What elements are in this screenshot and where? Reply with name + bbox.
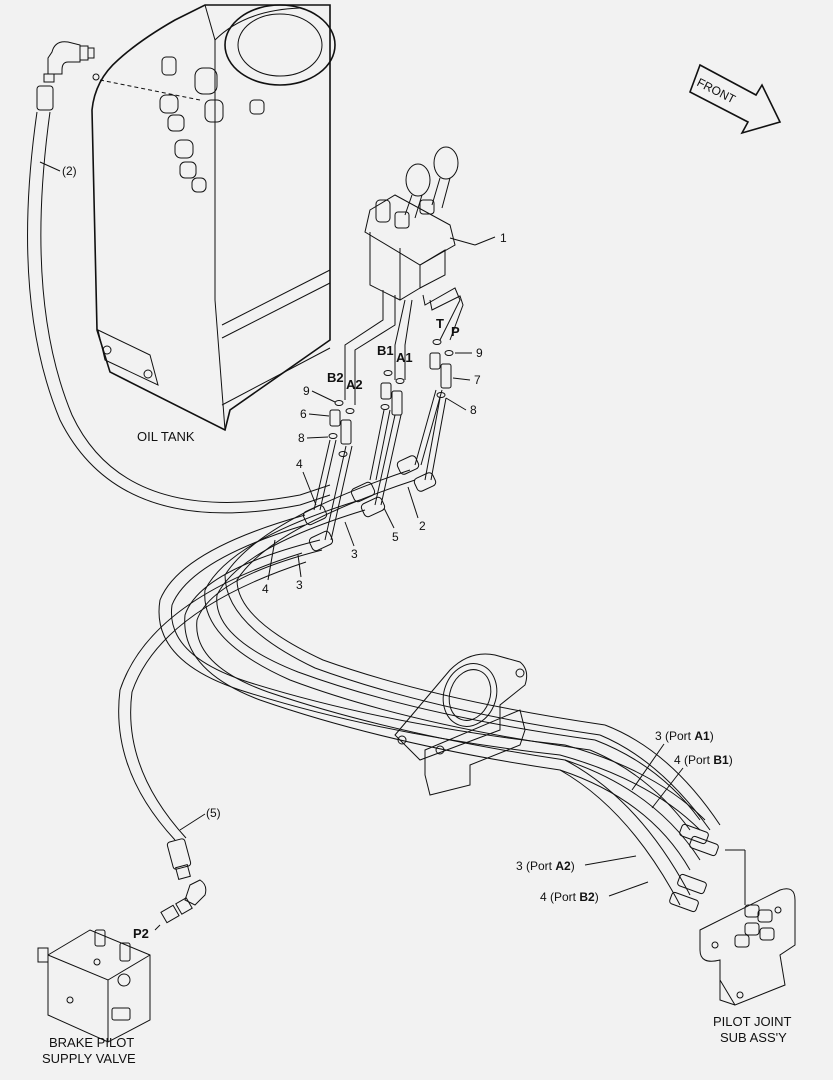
callout-3-upper: 3	[351, 547, 358, 561]
short-hoses	[313, 389, 447, 541]
callout-8-left: 8	[298, 431, 305, 445]
hose-label-port-b2: 4 (Port B2)	[540, 890, 599, 904]
callout-5-paren: (5)	[206, 806, 221, 820]
port-leader-lines	[344, 287, 464, 405]
hose-elbow-ends	[302, 455, 437, 552]
front-label: FRONT	[695, 75, 739, 107]
port-A1-label: A1	[396, 350, 413, 365]
port-P2-label: P2	[133, 926, 149, 941]
port-B2-label: B2	[327, 370, 344, 385]
brake-pilot-supply-valve	[37, 929, 151, 1043]
oil-tank	[91, 4, 336, 432]
callout-2-paren: (2)	[62, 164, 77, 178]
callout-8-right: 8	[470, 403, 477, 417]
callout-4-lower: 4	[262, 582, 269, 596]
hose-label-port-a1: 3 (Port A1)	[655, 729, 714, 743]
hose-5	[118, 552, 307, 924]
pilot-joint-sub-assy	[699, 849, 796, 1006]
hose-clamp-bracket	[394, 653, 528, 796]
callout-4-upper: 4	[296, 457, 303, 471]
port-P-label: P	[451, 324, 460, 339]
adapters-and-orings	[328, 339, 454, 457]
hose-2	[27, 85, 331, 514]
callout-3-lower: 3	[296, 578, 303, 592]
hose-label-port-b1: 4 (Port B1)	[674, 753, 733, 767]
port-B1-label: B1	[377, 343, 394, 358]
pilot-control-valve	[364, 146, 476, 301]
callout-6: 6	[300, 407, 307, 421]
callout-1: 1	[500, 231, 507, 245]
brake-valve-label-1: BRAKE PILOT	[49, 1035, 134, 1050]
brake-valve-label-2: SUPPLY VALVE	[42, 1051, 136, 1066]
callout-9-right: 9	[476, 346, 483, 360]
callout-2: 2	[419, 519, 426, 533]
pilot-hose-bundle	[158, 469, 721, 906]
tank-elbow-fitting	[43, 41, 100, 83]
port-T-label: T	[436, 316, 444, 331]
front-direction-arrow: FRONT	[689, 63, 782, 135]
hose-label-port-a2: 3 (Port A2)	[516, 859, 575, 873]
callout-7: 7	[474, 373, 481, 387]
port-A2-label: A2	[346, 377, 363, 392]
pilot-joint-label-1: PILOT JOINT	[713, 1014, 792, 1029]
hose-end-fittings	[669, 823, 719, 913]
pilot-joint-label-2: SUB ASS'Y	[720, 1030, 787, 1045]
callout-5: 5	[392, 530, 399, 544]
oil-tank-label: OIL TANK	[137, 429, 195, 444]
callout-9-left: 9	[303, 384, 310, 398]
